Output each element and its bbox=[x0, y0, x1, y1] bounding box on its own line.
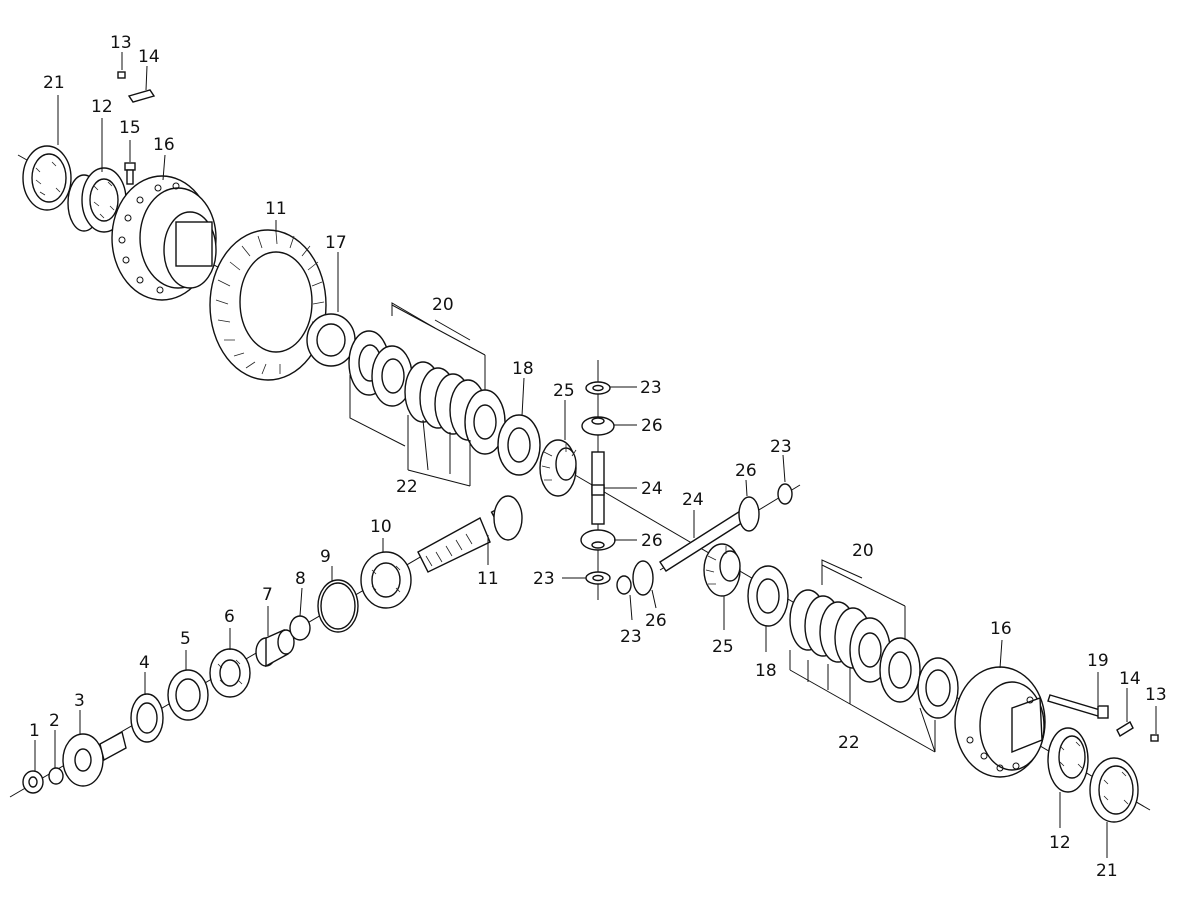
callout-11-ring-gear: 11 bbox=[265, 199, 287, 219]
callout-23-top: 23 bbox=[640, 378, 662, 398]
callout-26-lower-mid: 26 bbox=[645, 611, 667, 631]
seal-4 bbox=[130, 693, 164, 743]
bearing-10 bbox=[360, 551, 412, 609]
leader-lines bbox=[34, 52, 1157, 858]
diff-case-upper bbox=[111, 175, 217, 301]
washer-23-bottom bbox=[585, 571, 611, 585]
shim-8 bbox=[289, 615, 311, 641]
bolt-19 bbox=[1047, 694, 1109, 719]
side-gear-lower bbox=[703, 543, 741, 597]
callout-13-lower: 13 bbox=[1145, 685, 1167, 705]
spacer-7 bbox=[255, 628, 295, 668]
callout-16-lower: 16 bbox=[990, 619, 1012, 639]
callout-11-pinion: 11 bbox=[477, 569, 499, 589]
callout-14-lower: 14 bbox=[1119, 669, 1141, 689]
clutch-pack-lower bbox=[789, 589, 959, 719]
callout-13-upper: 13 bbox=[110, 33, 132, 53]
ring-gear bbox=[209, 229, 327, 381]
callout-23-right: 23 bbox=[770, 437, 792, 457]
callout-26-right: 26 bbox=[735, 461, 757, 481]
washer-23-right bbox=[777, 483, 793, 505]
callout-22-lower: 22 bbox=[838, 733, 860, 753]
shim-9 bbox=[317, 579, 359, 633]
pin-lower bbox=[1150, 734, 1159, 742]
callout-20-upper: 20 bbox=[432, 295, 454, 315]
callout-5: 5 bbox=[180, 629, 191, 649]
nut-1 bbox=[22, 770, 44, 794]
callout-9: 9 bbox=[320, 547, 331, 567]
side-gear-upper bbox=[539, 439, 577, 497]
callout-21-upper: 21 bbox=[43, 73, 65, 93]
callout-14-upper: 14 bbox=[138, 47, 160, 67]
callout-4: 4 bbox=[139, 653, 150, 673]
pinion-26-top bbox=[581, 416, 615, 436]
pinion-26-bottom bbox=[580, 529, 616, 551]
callout-26-top: 26 bbox=[641, 416, 663, 436]
washer-23-lower-mid bbox=[616, 575, 632, 595]
callout-26-bottom: 26 bbox=[641, 531, 663, 551]
callout-6: 6 bbox=[224, 607, 235, 627]
callout-19: 19 bbox=[1087, 651, 1109, 671]
drive-pinion-shaft bbox=[417, 495, 523, 573]
callout-7: 7 bbox=[262, 585, 273, 605]
callout-3: 3 bbox=[74, 691, 85, 711]
callout-25-lower: 25 bbox=[712, 637, 734, 657]
lock-plate-lower bbox=[1116, 721, 1134, 737]
o-ring-2 bbox=[48, 767, 64, 785]
race-5 bbox=[167, 669, 209, 721]
pin-upper bbox=[117, 71, 126, 79]
callout-10: 10 bbox=[370, 517, 392, 537]
bearing-6 bbox=[209, 648, 251, 698]
callout-12-upper: 12 bbox=[91, 97, 113, 117]
callout-23-lower-mid: 23 bbox=[620, 627, 642, 647]
callout-1: 1 bbox=[29, 721, 40, 741]
callout-17: 17 bbox=[325, 233, 347, 253]
taper-bearing-lower bbox=[1047, 727, 1089, 793]
lock-plate-upper bbox=[127, 89, 156, 103]
thrust-washer-upper bbox=[306, 313, 356, 367]
callout-8: 8 bbox=[295, 569, 306, 589]
callout-18-lower: 18 bbox=[755, 661, 777, 681]
callout-23-bottom: 23 bbox=[533, 569, 555, 589]
callout-24-vertical: 24 bbox=[641, 479, 663, 499]
bearing-race-lower bbox=[1089, 757, 1139, 823]
clutch-pack-upper bbox=[348, 330, 506, 455]
callout-18-upper: 18 bbox=[512, 359, 534, 379]
callout-12-lower: 12 bbox=[1049, 833, 1071, 853]
callout-16-upper: 16 bbox=[153, 135, 175, 155]
friction-disc-lower bbox=[747, 565, 789, 627]
diff-case-lower bbox=[954, 666, 1046, 778]
callout-2: 2 bbox=[49, 711, 60, 731]
callout-24-horizontal: 24 bbox=[682, 490, 704, 510]
bolt-upper bbox=[124, 162, 136, 185]
pinion-26-lower-mid bbox=[632, 560, 654, 596]
callout-25-upper: 25 bbox=[553, 381, 575, 401]
flange-3 bbox=[62, 730, 127, 787]
pinion-26-right bbox=[738, 496, 760, 532]
friction-disc-upper bbox=[497, 414, 541, 476]
cross-shaft-vertical bbox=[591, 451, 605, 525]
callout-20-lower: 20 bbox=[852, 541, 874, 561]
callout-15: 15 bbox=[119, 118, 141, 138]
callout-labels: 13 14 21 12 15 16 11 17 20 18 25 23 26 2… bbox=[29, 33, 1167, 881]
bearing-race-upper bbox=[22, 145, 72, 211]
washer-23-top bbox=[585, 381, 611, 395]
callout-22-upper: 22 bbox=[396, 477, 418, 497]
callout-21-lower: 21 bbox=[1096, 861, 1118, 881]
